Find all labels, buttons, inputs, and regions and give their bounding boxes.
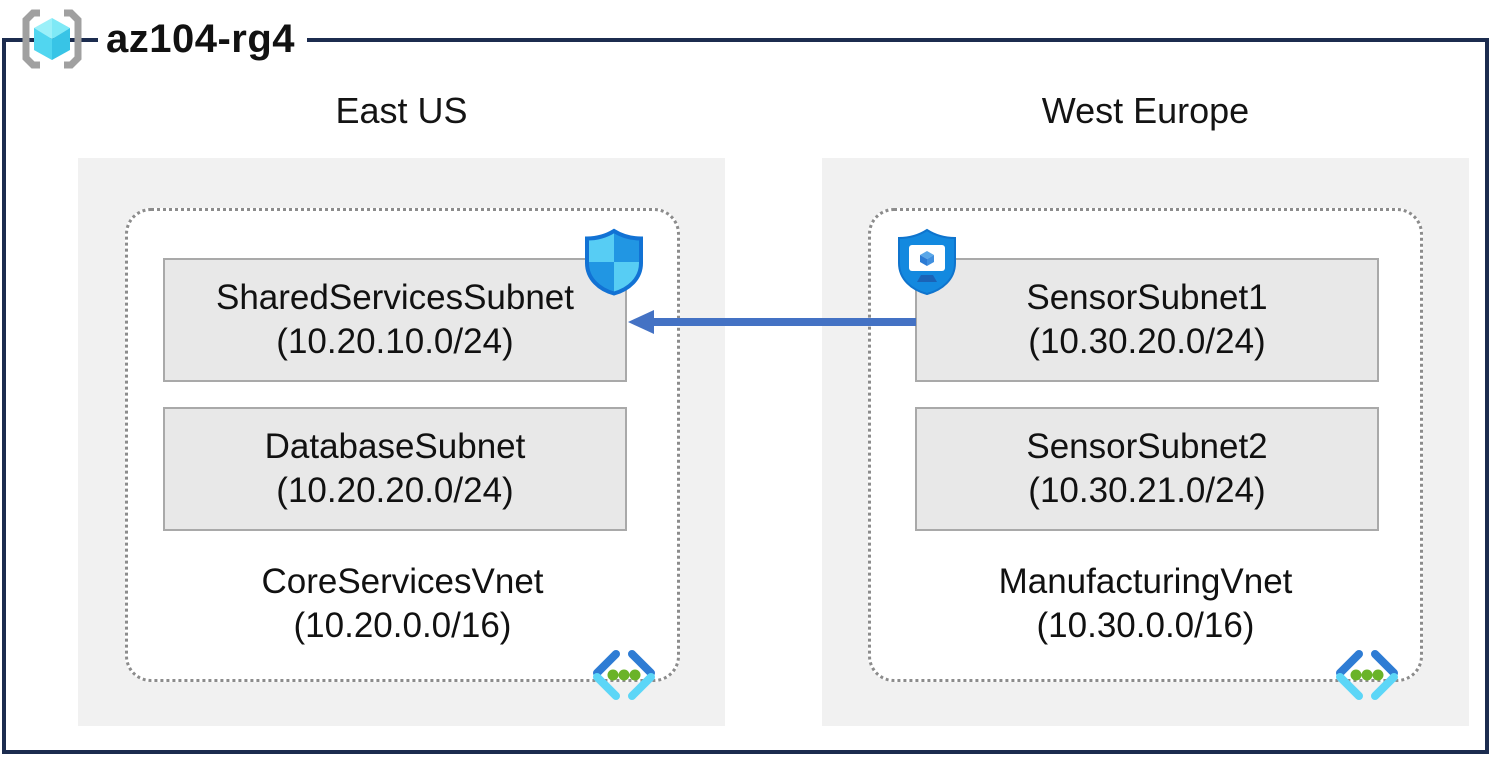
subnet-name: SensorSubnet1 bbox=[1026, 277, 1268, 317]
vnet-label-manufacturingvnet: ManufacturingVnet (10.30.0.0/16) bbox=[868, 560, 1423, 648]
subnet-cidr: (10.30.20.0/24) bbox=[1028, 322, 1266, 361]
shielded-vm-icon bbox=[898, 228, 956, 296]
vnet-name: CoreServicesVnet bbox=[261, 562, 544, 601]
region-label-east-us: East US bbox=[335, 90, 468, 131]
peering-arrow bbox=[628, 310, 916, 334]
subnet-cidr: (10.30.21.0/24) bbox=[1028, 471, 1266, 510]
subnet-box-sharedservicessubnet: SharedServicesSubnet (10.20.10.0/24) bbox=[163, 258, 627, 382]
subnet-box-sensorsubnet1: SensorSubnet1 (10.30.20.0/24) bbox=[915, 258, 1379, 382]
vnet-cidr: (10.20.0.0/16) bbox=[293, 606, 512, 646]
resource-group-icon bbox=[22, 9, 82, 69]
subnet-name: DatabaseSubnet bbox=[264, 426, 526, 466]
resource-group-title: az104-rg4 bbox=[98, 6, 308, 72]
virtual-network-icon bbox=[593, 650, 655, 700]
subnet-cidr: (10.20.10.0/24) bbox=[276, 322, 514, 361]
subnet-box-sensorsubnet2: SensorSubnet2 (10.30.21.0/24) bbox=[915, 407, 1379, 531]
virtual-network-icon bbox=[1336, 650, 1398, 700]
vnet-label-coreservicesvnet: CoreServicesVnet (10.20.0.0/16) bbox=[125, 560, 680, 648]
resource-group-frame bbox=[2, 38, 1489, 754]
subnet-cidr: (10.20.20.0/24) bbox=[276, 471, 514, 510]
resource-group-header: az104-rg4 bbox=[18, 6, 308, 72]
region-label-west-europe: West Europe bbox=[1041, 90, 1250, 131]
subnet-name: SharedServicesSubnet bbox=[216, 277, 574, 317]
vnet-name: ManufacturingVnet bbox=[998, 562, 1293, 601]
network-security-group-shield-icon bbox=[585, 228, 643, 296]
subnet-box-databasesubnet: DatabaseSubnet (10.20.20.0/24) bbox=[163, 407, 627, 531]
vnet-cidr: (10.30.0.0/16) bbox=[1036, 606, 1255, 646]
subnet-name: SensorSubnet2 bbox=[1026, 426, 1268, 466]
